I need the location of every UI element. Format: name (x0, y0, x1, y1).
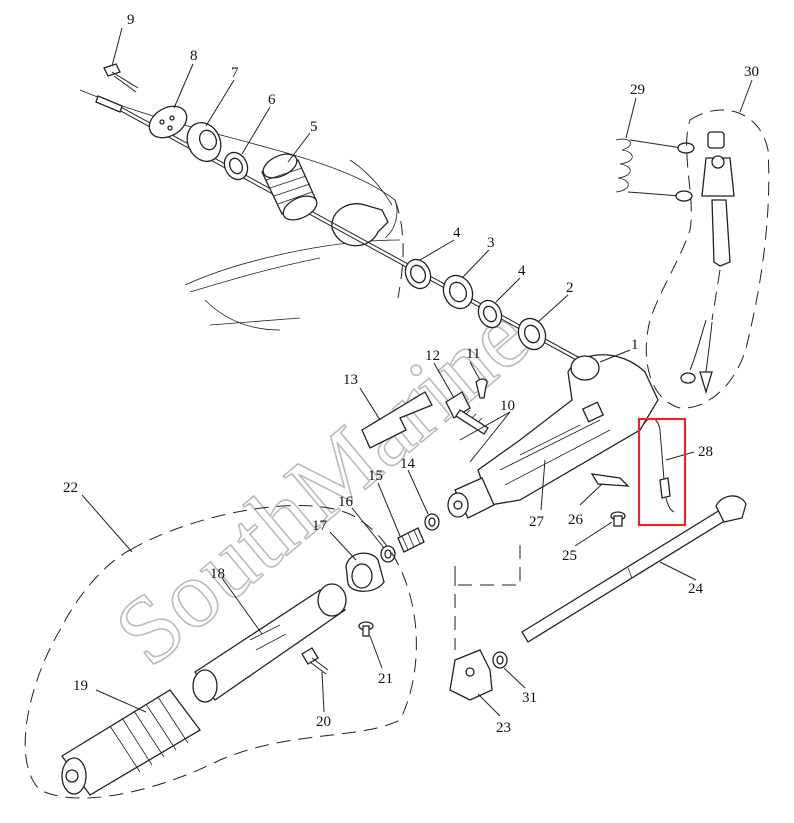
grommet-7 (186, 122, 222, 162)
callout-20: 20 (316, 714, 331, 730)
throttle-shaft-18 (192, 583, 347, 703)
callout-31: 31 (522, 690, 537, 706)
callout-19: 19 (73, 678, 88, 694)
kill-switch-30 (680, 131, 735, 395)
coiled-lanyard-29 (615, 138, 695, 202)
screw-25 (610, 511, 626, 527)
collar-17 (345, 552, 385, 592)
cowling-outline (79, 89, 401, 331)
callout-16: 16 (338, 494, 354, 510)
screw-21 (358, 621, 374, 637)
callout-7: 7 (231, 65, 239, 81)
callout-15: 15 (368, 468, 383, 484)
plate-26 (590, 473, 630, 487)
callout-17: 17 (312, 518, 328, 534)
decal-13 (361, 391, 433, 449)
callout-8: 8 (190, 48, 198, 64)
callout-28: 28 (698, 444, 713, 460)
callout-29: 29 (630, 82, 645, 98)
callout-labels: 9 8 7 6 5 4 3 4 2 1 11 12 13 10 14 15 16… (63, 12, 759, 736)
o-ring-4b (477, 299, 503, 329)
bolt-9 (103, 63, 139, 93)
group-outline-22 (24, 505, 417, 799)
callout-10: 10 (500, 398, 515, 414)
flange-8 (148, 105, 188, 139)
bracket-23 (449, 649, 493, 701)
washer-16 (380, 545, 396, 563)
callout-3: 3 (487, 235, 495, 251)
callout-11: 11 (466, 346, 480, 362)
callout-1: 1 (631, 337, 639, 353)
washer-31 (492, 651, 508, 669)
callout-25: 25 (562, 548, 577, 564)
callout-23: 23 (496, 720, 511, 736)
bushing-5 (261, 153, 318, 221)
split-pin-11 (475, 378, 488, 399)
group-outline-30 (645, 109, 770, 409)
callout-2: 2 (566, 280, 574, 296)
shift-rod-24 (521, 495, 747, 643)
callout-13: 13 (343, 372, 358, 388)
collar-3 (442, 274, 474, 310)
callout-6: 6 (268, 92, 276, 108)
callout-4b: 4 (518, 263, 526, 279)
highlight-box-28 (637, 417, 687, 527)
callout-22: 22 (63, 480, 78, 496)
callout-18: 18 (210, 566, 225, 582)
callout-5: 5 (310, 119, 318, 135)
spring-15 (397, 527, 425, 553)
callout-30: 30 (744, 64, 759, 80)
nut-14 (424, 513, 440, 531)
callout-24: 24 (688, 581, 704, 597)
stop-wire-28 (643, 417, 675, 513)
o-ring-4a (404, 258, 432, 290)
stop-screw-12 (445, 391, 489, 435)
group-outline-4 (394, 199, 404, 299)
callout-12: 12 (425, 348, 440, 364)
callout-4a: 4 (453, 225, 461, 241)
o-ring-6 (223, 151, 249, 181)
twist-grip-19 (61, 689, 201, 796)
callout-14: 14 (400, 456, 416, 472)
group-outline-23 (454, 545, 521, 650)
tiller-arm-1 (447, 354, 659, 519)
callout-26: 26 (568, 512, 584, 528)
bushing-2 (517, 317, 547, 351)
callout-27: 27 (529, 514, 545, 530)
callout-21: 21 (378, 671, 393, 687)
leader-lines (81, 27, 753, 717)
screw-20 (301, 647, 329, 675)
callout-9: 9 (127, 12, 135, 28)
